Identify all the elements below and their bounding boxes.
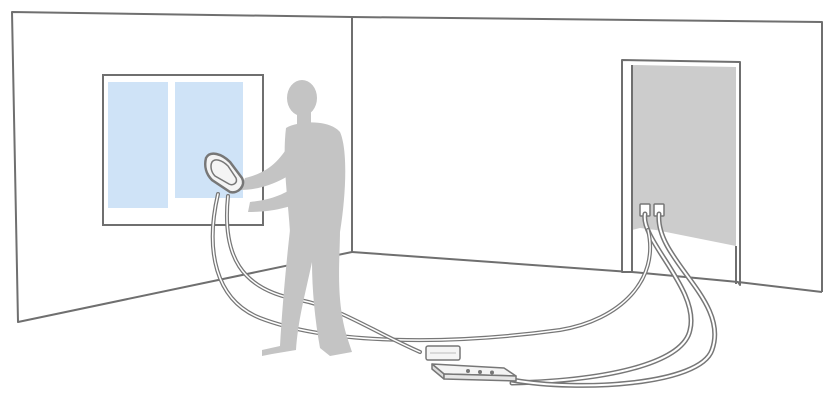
power-adapter-icon [426,346,460,360]
doorway [622,60,740,285]
power-strip-icon [432,364,516,381]
back-wall-bottom-left [352,252,630,272]
doorway-opening [632,65,736,246]
back-wall-top [352,17,822,292]
window-pane-left [108,82,168,208]
back-wall-bottom-right [738,282,822,292]
window [103,75,263,225]
